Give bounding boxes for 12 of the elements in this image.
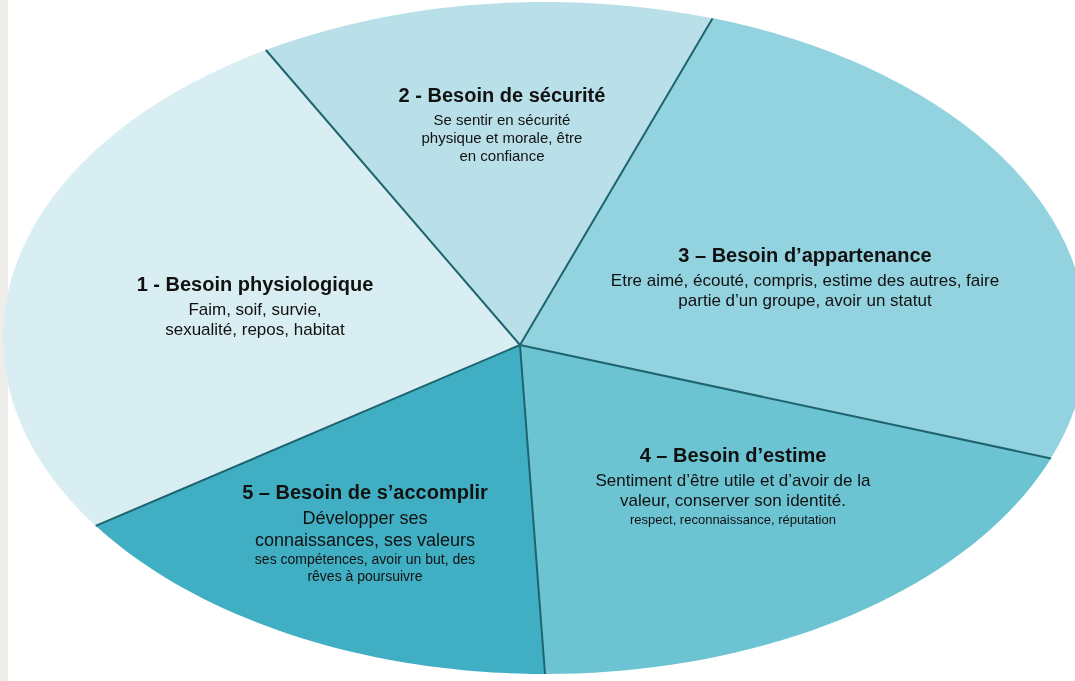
wedge-heading: 2 - Besoin de sécurité	[397, 83, 607, 107]
wedge-heading: 1 - Besoin physiologique	[135, 272, 375, 296]
wedge-description: Etre aimé, écouté, compris, estime des autres, faire partie d’un groupe, avoir un statut	[609, 271, 1001, 312]
wedge-description: Faim, soif, survie, sexualité, repos, habitat	[164, 300, 346, 341]
wedge-heading: 4 – Besoin d’estime	[638, 443, 828, 467]
wedge-heading: 3 – Besoin d’appartenance	[677, 243, 933, 267]
wedge-description: respect, reconnaissance, réputation	[629, 511, 837, 528]
wedge-description: Développer ses connaissances, ses valeurs	[253, 508, 477, 552]
wedge-description: ses compétences, avoir un but, des rêves à poursuivre	[253, 551, 477, 585]
wedge-description: Se sentir en sécurité physique et morale, être en confiance	[420, 111, 584, 165]
wedge-heading: 5 – Besoin de s’accomplir	[241, 480, 489, 504]
wedge-description: Sentiment d’être utile et d’avoir de la valeur, conserver son identité.	[594, 471, 872, 512]
